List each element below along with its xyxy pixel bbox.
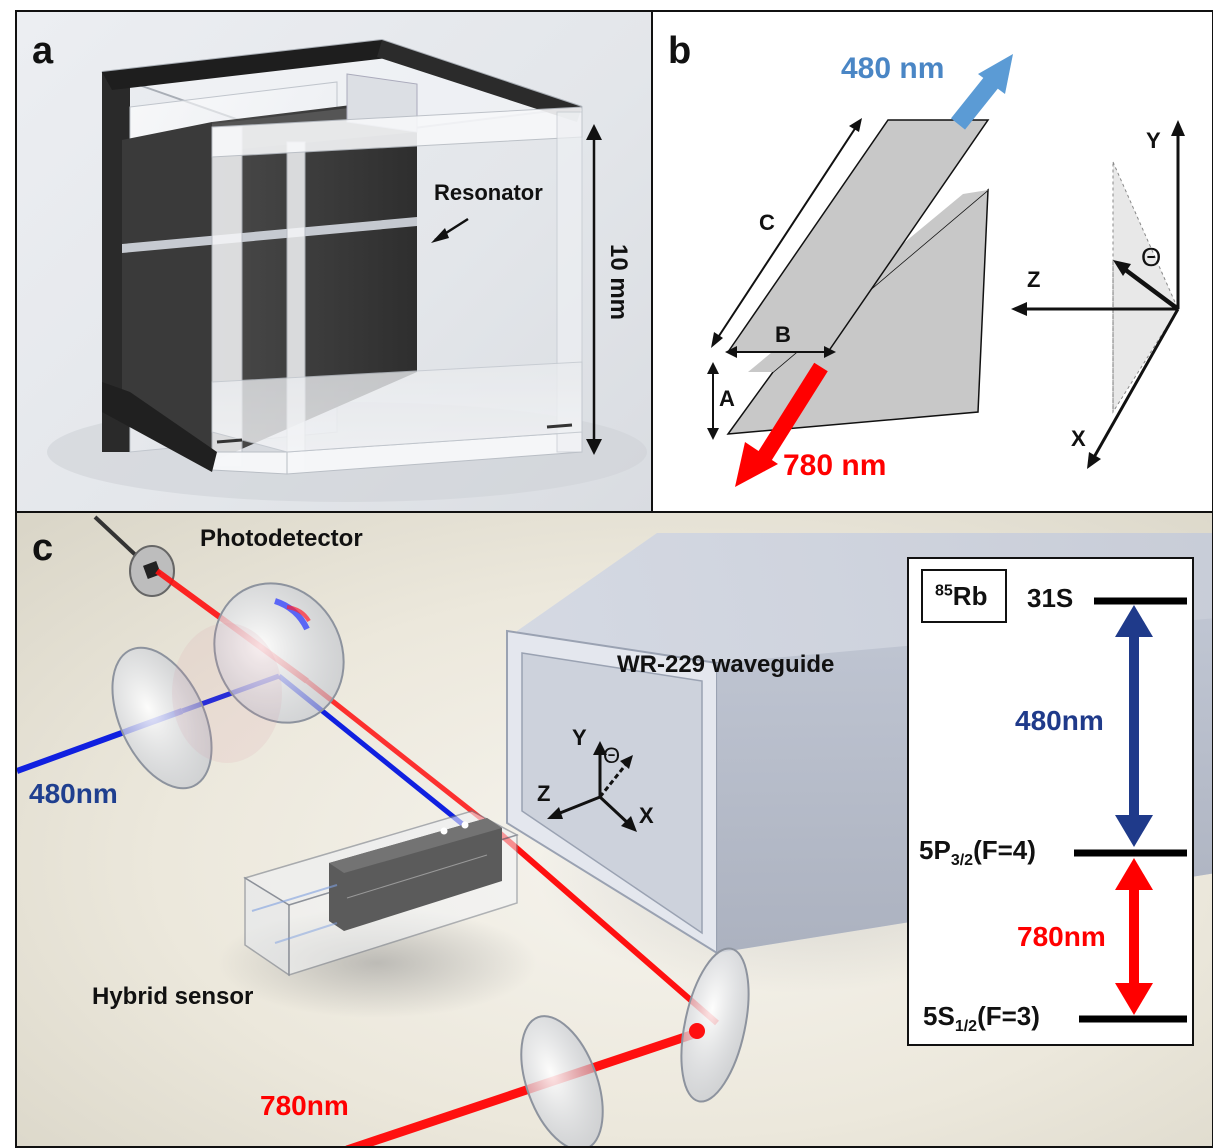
- lens-blue: [111, 623, 282, 790]
- mirror-red: [680, 947, 750, 1103]
- energy-level-diagram: [1074, 597, 1187, 1023]
- isotope-symbol: Rb: [952, 581, 988, 611]
- level-5p-label: 5P3/2(F=4): [919, 835, 1036, 870]
- resonator-block-left: [122, 122, 212, 462]
- photodetector-label: Photodetector: [200, 525, 363, 552]
- panel-label-c: c: [32, 527, 54, 569]
- beam-780-arrow: [751, 362, 828, 472]
- red-beam-input: [345, 1028, 699, 1146]
- theta-vector: [1121, 266, 1180, 311]
- axis-z-label-c: Z: [537, 781, 551, 806]
- dim-a-label: A: [719, 386, 735, 411]
- red-beam-to-mirror: [495, 828, 719, 1026]
- dim-c-label: C: [759, 210, 775, 235]
- axis-x-label: X: [1071, 426, 1086, 451]
- transition-780-label: 780nm: [1017, 921, 1106, 952]
- lower-plate: [726, 188, 989, 435]
- axis-x: [1091, 308, 1180, 460]
- label-480nm-c: 480nm: [29, 778, 118, 809]
- axis-z-label: Z: [1027, 267, 1041, 292]
- theta-label: Θ: [1141, 242, 1162, 272]
- lens-red: [520, 1015, 604, 1146]
- dimension-label: 10 mm: [605, 243, 632, 321]
- resonator-cell-render: [47, 38, 647, 502]
- panel-label-b: b: [668, 30, 692, 72]
- transition-480-label: 480nm: [1015, 705, 1104, 736]
- level-5s-label: 5S1/2(F=3): [923, 1001, 1040, 1036]
- field-axes: [547, 741, 637, 832]
- axis-x-label-c: X: [639, 803, 654, 828]
- geometry-diagram: [707, 54, 1185, 487]
- resonator-label: Resonator: [434, 180, 543, 205]
- label-780nm-c: 780nm: [260, 1090, 349, 1121]
- waveguide-label: WR-229 waveguide: [617, 651, 835, 678]
- dim-b-label: B: [775, 322, 791, 347]
- hybrid-sensor: [243, 810, 519, 977]
- label-480nm: 480 nm: [841, 52, 945, 85]
- label-780nm: 780 nm: [783, 449, 887, 482]
- dim-c-line: [714, 123, 859, 343]
- resonator-gap: [122, 217, 417, 253]
- energy-level-inset: 85Rb 31S 480nm 5P3/2(F=4) 780nm 5S1/2(F=…: [907, 557, 1194, 1046]
- hybrid-sensor-label: Hybrid sensor: [92, 983, 254, 1010]
- photodetector: [93, 515, 175, 597]
- isotope-mass: 85: [935, 582, 953, 600]
- axis-y-label-c: Y: [572, 725, 587, 750]
- level-31s-label: 31S: [1027, 583, 1074, 613]
- red-beam-mid: [305, 679, 499, 833]
- isotope-box: 85Rb: [921, 569, 1007, 623]
- panel-c: c Photodetector WR-229 waveguide Hybrid …: [15, 511, 1213, 1148]
- panel-label-a: a: [32, 30, 54, 72]
- dichroic-mirror: [213, 582, 345, 724]
- axis-z-c: [554, 795, 601, 817]
- theta-label-c: Θ: [603, 743, 621, 768]
- resonator-block-front: [212, 97, 417, 462]
- panel-b: b 480 nm 780 nm C B A Y Z X Θ: [651, 10, 1213, 513]
- panel-a: a Resonator 10 mm: [15, 10, 653, 513]
- theta-vector-c: [598, 762, 629, 798]
- axis-x-c: [598, 795, 632, 827]
- axis-y-label: Y: [1146, 128, 1161, 153]
